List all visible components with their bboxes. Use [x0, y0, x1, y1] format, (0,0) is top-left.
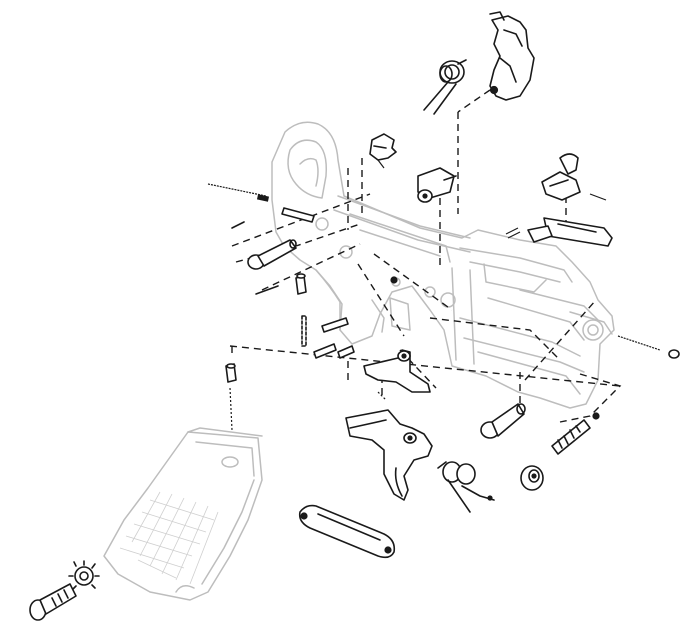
lower-receiver [271, 121, 615, 409]
pistol-grip [103, 427, 263, 601]
selector-lever [417, 167, 457, 203]
trigger-pins [301, 276, 398, 359]
detent-plunger [255, 273, 307, 295]
selector-detent-spring [225, 363, 237, 431]
assembly-guide-lines [229, 89, 622, 423]
hammer [489, 11, 535, 101]
lock-washer [68, 560, 100, 590]
trigger [345, 409, 433, 501]
grip-checkering [119, 491, 219, 585]
grip-screw [29, 583, 77, 621]
disconnector [363, 349, 431, 401]
magazine-release [505, 217, 613, 247]
front-pivot-detent [617, 335, 680, 359]
pivot-pin-spring [207, 183, 315, 229]
rear-takedown-pin [480, 403, 526, 439]
bolt-catch [541, 153, 607, 201]
trigger-spring [437, 461, 495, 513]
buffer-spring [551, 412, 600, 455]
trigger-guard [298, 504, 396, 559]
takedown-pin [247, 239, 297, 270]
disconnector-top [369, 133, 397, 169]
hammer-spring [423, 59, 467, 115]
buffer-retainer [520, 465, 544, 491]
